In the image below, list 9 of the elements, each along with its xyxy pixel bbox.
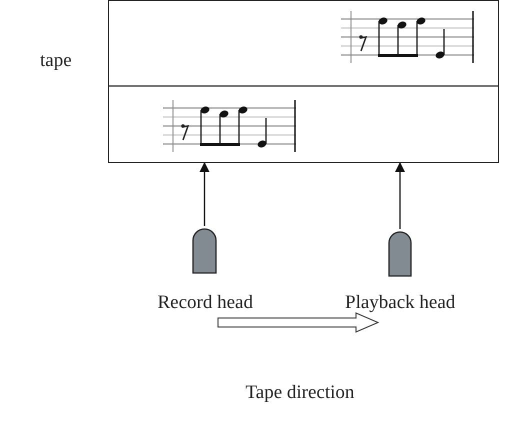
arrow: [395, 162, 405, 229]
head-label: Playback head: [345, 292, 456, 314]
tape-label: tape: [40, 50, 72, 72]
direction-label: Tape direction: [246, 382, 354, 404]
arrow: [200, 162, 210, 226]
head-label: Record head: [158, 292, 253, 314]
head-shape: [388, 231, 412, 277]
head-shape: [192, 228, 217, 274]
tape-box: [108, 0, 499, 163]
